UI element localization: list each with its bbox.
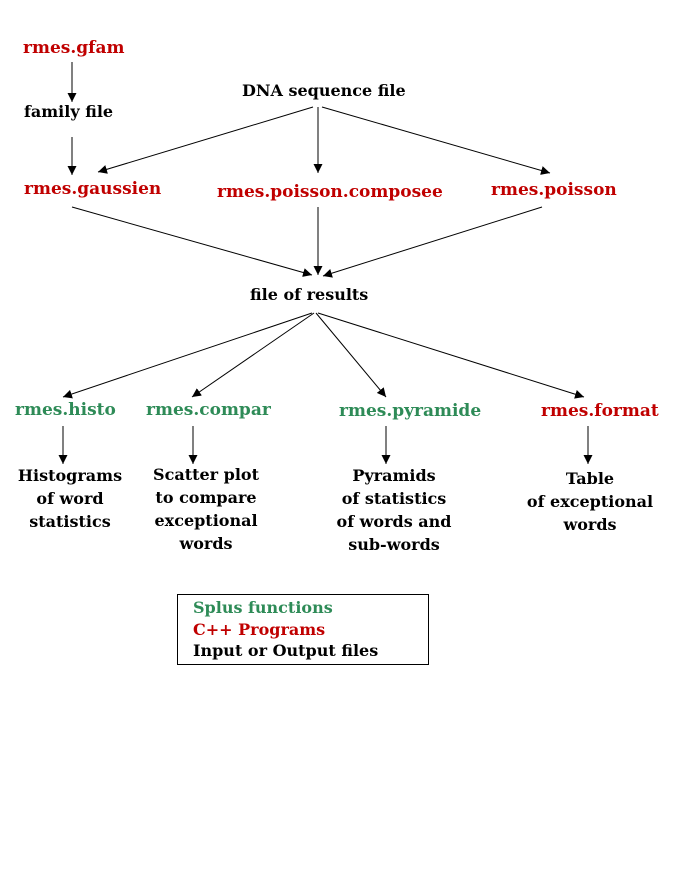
arrow-results-to-format: [317, 312, 585, 399]
node-file-of-results: file of results: [250, 285, 369, 304]
legend-box: Splus functions C++ Programs Input or Ou…: [177, 594, 429, 665]
node-rmes-format: rmes.format: [541, 401, 659, 421]
output-histograms: Histograms of word statistics: [18, 464, 122, 533]
legend-splus-functions: Splus functions: [193, 598, 333, 617]
node-rmes-gaussien: rmes.gaussien: [24, 179, 162, 199]
arrow-gaussien-to-results: [71, 206, 313, 277]
output-scatter-plot: Scatter plot to compare exceptional word…: [153, 463, 259, 555]
output-histograms-line: of word: [36, 489, 104, 508]
output-pyramids: Pyramids of statistics of words and sub-…: [337, 464, 452, 556]
arrow-dna-to-poisson: [321, 106, 551, 175]
arrow-poisson-to-results: [322, 206, 543, 278]
node-rmes-gfam: rmes.gfam: [23, 38, 125, 58]
node-rmes-poisson-composee: rmes.poisson.composee: [217, 182, 443, 202]
arrow-results-to-pyramide: [315, 312, 387, 398]
legend-input-output-files: Input or Output files: [193, 641, 379, 660]
legend-cpp-programs: C++ Programs: [193, 620, 326, 639]
output-scatter-line: words: [179, 534, 233, 553]
output-scatter-line: exceptional: [154, 511, 258, 530]
output-scatter-line: to compare: [155, 488, 257, 507]
node-dna-sequence-file: DNA sequence file: [242, 81, 406, 100]
node-rmes-poisson: rmes.poisson: [491, 180, 617, 200]
output-pyramids-line: sub-words: [348, 535, 440, 554]
output-table-line: Table: [565, 469, 615, 488]
output-histograms-line: statistics: [29, 512, 111, 531]
arrow-results-to-histo: [62, 312, 313, 399]
output-pyramids-line: of statistics: [341, 489, 447, 508]
output-pyramids-line: Pyramids: [352, 466, 436, 485]
arrow-results-to-compar: [191, 312, 315, 398]
output-pyramids-line: of words and: [336, 512, 452, 531]
output-table-line: of exceptional: [526, 492, 654, 511]
arrow-dna-to-gaussien: [97, 106, 314, 174]
output-table: Table of exceptional words: [527, 467, 653, 536]
output-table-line: words: [563, 515, 617, 534]
output-histograms-line: Histograms: [17, 466, 123, 485]
output-scatter-line: Scatter plot: [153, 465, 259, 484]
node-rmes-compar: rmes.compar: [146, 400, 271, 420]
node-rmes-histo: rmes.histo: [15, 400, 116, 420]
node-family-file: family file: [24, 102, 114, 121]
node-rmes-pyramide: rmes.pyramide: [339, 401, 482, 421]
